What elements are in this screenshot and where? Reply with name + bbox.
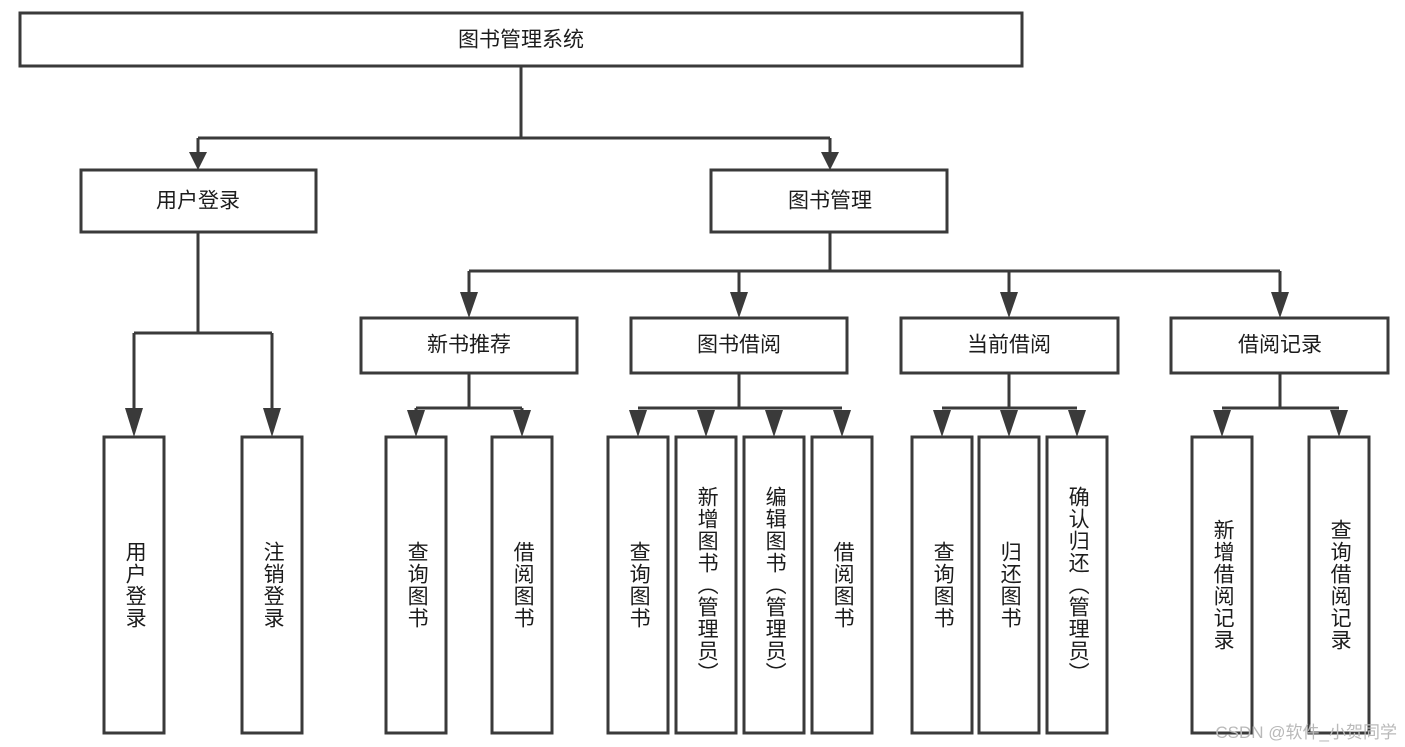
node-user-login-label: 用户登录 [156, 190, 240, 213]
node-new-book-rec[interactable]: 新书推荐 [359, 316, 579, 375]
node-book-borrow-label: 图书借阅 [697, 334, 781, 357]
node-leaf4[interactable] [490, 435, 554, 735]
node-leaf6[interactable] [674, 435, 738, 735]
arrowhead-leaf9 [933, 410, 951, 437]
arrowhead-leaf13 [1330, 410, 1348, 437]
node-root-label: 图书管理系统 [458, 29, 584, 52]
node-leaf5[interactable] [606, 435, 670, 735]
arrowhead-leaf10 [1000, 410, 1018, 437]
arrowhead-leaf4 [513, 410, 531, 437]
arrowhead-user-login [189, 152, 207, 170]
node-root[interactable]: 图书管理系统 [18, 11, 1024, 68]
node-leaf7[interactable] [742, 435, 806, 735]
node-leaf3[interactable] [384, 435, 448, 735]
csdn-watermark: CSDN @软件_小贺同学 [1215, 723, 1397, 742]
node-leaf12[interactable] [1190, 435, 1254, 735]
arrowhead-leaf5 [629, 410, 647, 437]
node-leaf8[interactable] [810, 435, 874, 735]
arrowhead-leaf3 [407, 410, 425, 437]
node-leaf13[interactable] [1307, 435, 1371, 735]
arrowhead-book-borrow [730, 292, 748, 318]
arrowhead-leaf11 [1068, 410, 1086, 437]
arrowhead-current-borrow [1000, 292, 1018, 318]
node-book-borrow[interactable]: 图书借阅 [629, 316, 849, 375]
node-current-borrow-label: 当前借阅 [967, 334, 1051, 357]
arrowhead-leaf8 [833, 410, 851, 437]
connector-group [125, 66, 1348, 437]
node-leaf9[interactable] [910, 435, 974, 735]
node-leaf11[interactable] [1045, 435, 1109, 735]
arrowhead-leaf12 [1213, 410, 1231, 437]
arrowhead-leaf1 [125, 408, 143, 437]
arrowhead-book-mgmt [821, 152, 839, 170]
arrowhead-borrow-record [1271, 292, 1289, 318]
arrowhead-leaf2 [263, 408, 281, 437]
node-book-mgmt[interactable]: 图书管理 [709, 168, 949, 234]
arrowhead-leaf7 [765, 410, 783, 437]
node-current-borrow[interactable]: 当前借阅 [899, 316, 1120, 375]
node-leaf1[interactable] [102, 435, 166, 735]
node-borrow-record-label: 借阅记录 [1238, 334, 1322, 357]
arrowhead-new-book-rec [460, 292, 478, 318]
node-user-login[interactable]: 用户登录 [79, 168, 318, 234]
arrowhead-leaf6 [697, 410, 715, 437]
node-new-book-rec-label: 新书推荐 [427, 334, 511, 357]
node-leaf10[interactable] [977, 435, 1041, 735]
node-borrow-record[interactable]: 借阅记录 [1169, 316, 1390, 375]
leaf-boxes [102, 435, 1371, 735]
node-leaf2[interactable] [240, 435, 304, 735]
node-book-mgmt-label: 图书管理 [788, 190, 872, 213]
